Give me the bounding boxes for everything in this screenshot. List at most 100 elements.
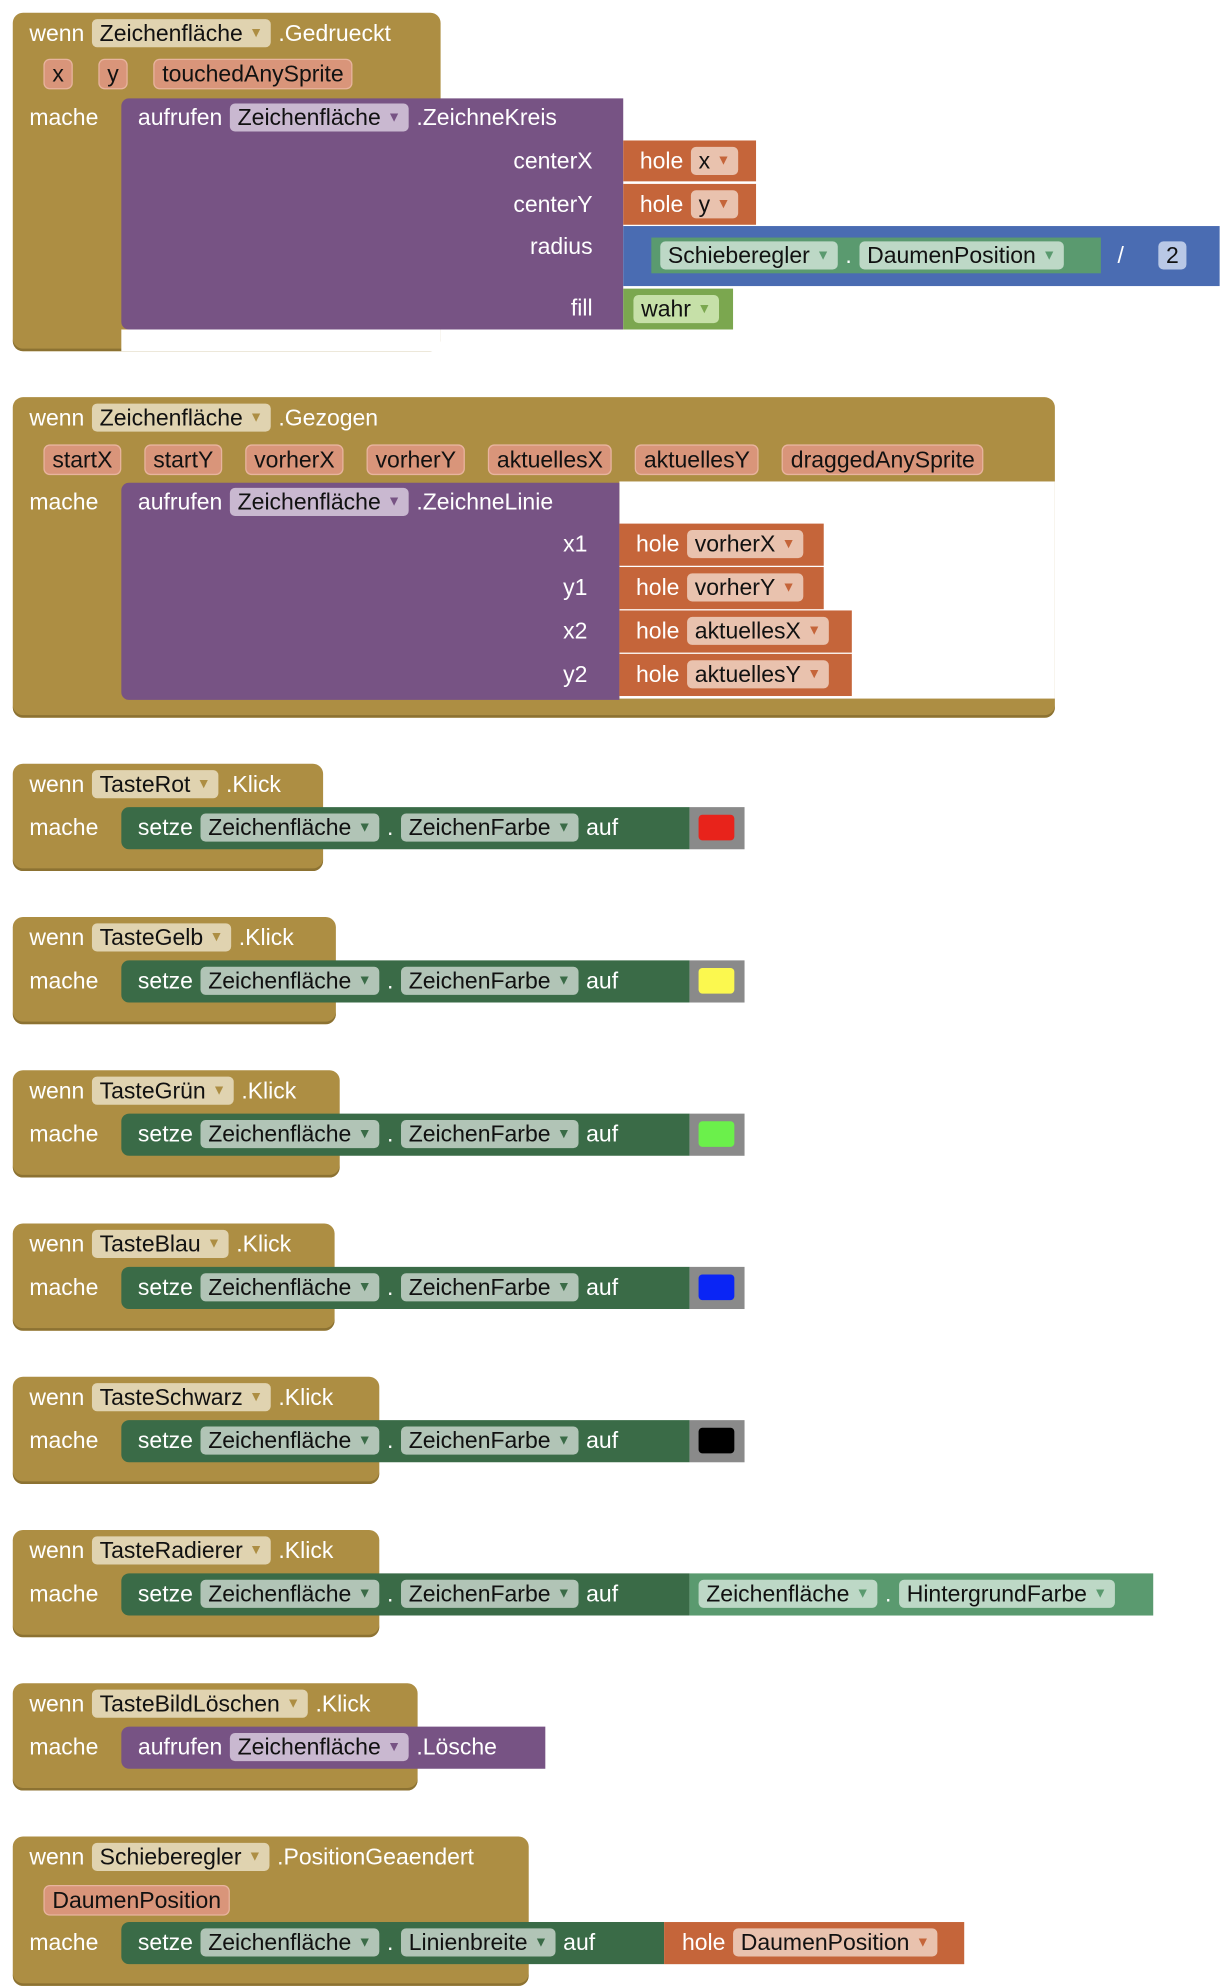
chevron-down-icon: ▼ <box>249 409 264 426</box>
component-dropdown[interactable]: Zeichenfläche▼ <box>200 813 380 842</box>
boolean-dropdown[interactable]: wahr ▼ <box>633 295 719 324</box>
color-block[interactable] <box>689 960 745 1003</box>
component-dropdown[interactable]: TasteBlau▼ <box>91 1229 229 1258</box>
auf-label: auf <box>586 814 619 840</box>
component-dropdown[interactable]: Schieberegler▼ <box>660 241 838 270</box>
component-dropdown[interactable]: Zeichenfläche▼ <box>229 487 409 516</box>
color-swatch-green[interactable] <box>698 1121 735 1147</box>
event-name: .Klick <box>278 1383 334 1410</box>
mache-label: mache <box>29 1581 99 1607</box>
component-dropdown[interactable]: Zeichenfläche▼ <box>698 1579 878 1608</box>
aufrufen-label: aufrufen <box>137 1733 223 1760</box>
param[interactable]: aktuellesY <box>634 444 759 476</box>
param[interactable]: vorherY <box>366 444 465 476</box>
component-dropdown[interactable]: TasteRot▼ <box>91 770 219 799</box>
component-dropdown[interactable]: TasteRadierer▼ <box>91 1536 271 1565</box>
property-dropdown[interactable]: Linienbreite ▼ <box>401 1928 556 1957</box>
property-name: ZeichenFarbe <box>408 1273 551 1300</box>
mache-label: mache <box>29 489 99 515</box>
component-dropdown[interactable]: Zeichenfläche▼ <box>200 1426 380 1455</box>
variable-dropdown[interactable]: vorherY▼ <box>687 573 804 602</box>
chevron-down-icon: ▼ <box>697 301 712 317</box>
param[interactable]: startY <box>144 444 223 476</box>
color-block[interactable] <box>689 1266 745 1310</box>
setze-label: setze <box>137 1273 193 1300</box>
variable-dropdown[interactable]: y▼ <box>690 190 739 219</box>
chevron-down-icon: ▼ <box>781 536 796 552</box>
chevron-down-icon: ▼ <box>556 973 571 989</box>
arg-label: x2 <box>563 618 588 644</box>
property-dropdown[interactable]: ZeichenFarbe▼ <box>401 1426 579 1455</box>
component-dropdown[interactable]: Zeichenfläche▼ <box>200 966 380 995</box>
color-swatch-blue[interactable] <box>698 1274 735 1301</box>
param[interactable]: startX <box>43 444 122 476</box>
component-dropdown[interactable]: Zeichenfläche▼ <box>229 1733 409 1762</box>
number-field[interactable]: 2 <box>1158 241 1187 270</box>
property-name: Linienbreite <box>408 1929 528 1955</box>
mache-label: mache <box>29 1734 99 1760</box>
component-dropdown[interactable]: Zeichenfläche▼ <box>200 1120 380 1149</box>
color-block[interactable] <box>689 1113 745 1156</box>
color-swatch-yellow[interactable] <box>698 968 735 994</box>
component-dropdown[interactable]: Zeichenfläche▼ <box>229 103 409 132</box>
component-dropdown[interactable]: TasteBildLöschen▼ <box>91 1689 308 1718</box>
boolean-value: wahr <box>641 295 691 322</box>
param-daumenposition[interactable]: DaumenPosition <box>43 1884 230 1916</box>
param-touchedanysprite[interactable]: touchedAnySprite <box>153 58 353 90</box>
auf-label: auf <box>563 1929 596 1955</box>
param[interactable]: draggedAnySprite <box>781 444 984 476</box>
component-dropdown[interactable]: Zeichenfläche ▼ <box>91 403 271 432</box>
property-dropdown[interactable]: ZeichenFarbe▼ <box>401 966 579 995</box>
variable-dropdown[interactable]: DaumenPosition▼ <box>733 1928 938 1957</box>
chevron-down-icon: ▼ <box>286 1695 301 1712</box>
param[interactable]: aktuellesX <box>487 444 612 476</box>
component-dropdown[interactable]: Schieberegler▼ <box>91 1842 270 1871</box>
color-swatch-red[interactable] <box>698 814 735 841</box>
property-name: ZeichenFarbe <box>408 814 551 840</box>
call-draw-line-block[interactable] <box>121 482 620 700</box>
variable-dropdown[interactable]: x▼ <box>690 146 739 175</box>
color-swatch-black[interactable] <box>698 1427 735 1454</box>
chevron-down-icon: ▼ <box>209 929 224 946</box>
property-dropdown[interactable]: ZeichenFarbe▼ <box>401 1273 579 1302</box>
chevron-down-icon: ▼ <box>807 666 822 682</box>
param[interactable]: vorherX <box>245 444 344 476</box>
chevron-down-icon: ▼ <box>196 776 211 792</box>
mache-label: mache <box>29 1427 99 1454</box>
component-name: Zeichenfläche <box>99 404 243 430</box>
mache-label: mache <box>29 104 99 131</box>
property-dropdown[interactable]: ZeichenFarbe▼ <box>401 1579 579 1608</box>
chevron-down-icon: ▼ <box>855 1586 870 1602</box>
arg-label: x1 <box>563 531 588 557</box>
chevron-down-icon: ▼ <box>816 247 831 264</box>
chevron-down-icon: ▼ <box>781 579 796 596</box>
property-dropdown[interactable]: HintergrundFarbe▼ <box>899 1579 1115 1608</box>
property-dropdown[interactable]: DaumenPosition▼ <box>859 241 1064 270</box>
component-name: Schieberegler <box>99 1843 242 1870</box>
variable-dropdown[interactable]: vorherX▼ <box>687 529 804 559</box>
mache-label: mache <box>29 1274 99 1301</box>
variable-dropdown[interactable]: aktuellesX▼ <box>687 616 829 645</box>
setze-label: setze <box>137 1120 193 1147</box>
component-dropdown[interactable]: Zeichenfläche▼ <box>200 1273 380 1302</box>
component-name: Zeichenfläche <box>99 19 243 46</box>
param-x[interactable]: x <box>43 58 73 90</box>
color-block[interactable] <box>689 807 745 850</box>
property-dropdown[interactable]: ZeichenFarbe▼ <box>401 813 579 842</box>
component-name: Zeichenfläche <box>208 1427 352 1453</box>
chevron-down-icon: ▼ <box>533 1934 548 1951</box>
component-dropdown[interactable]: Zeichenfläche▼ <box>200 1579 380 1608</box>
call-draw-circle-block[interactable] <box>121 98 624 330</box>
component-dropdown[interactable]: TasteGrün▼ <box>91 1076 234 1105</box>
component-dropdown[interactable]: TasteSchwarz▼ <box>91 1383 271 1412</box>
component-dropdown[interactable]: Zeichenfläche▼ <box>91 19 271 48</box>
variable-dropdown[interactable]: aktuellesY▼ <box>687 660 829 689</box>
property-dropdown[interactable]: ZeichenFarbe▼ <box>401 1120 579 1149</box>
chevron-down-icon: ▼ <box>556 1586 571 1602</box>
param-y[interactable]: y <box>98 58 128 90</box>
color-block[interactable] <box>689 1420 745 1463</box>
component-dropdown[interactable]: TasteGelb▼ <box>91 923 232 952</box>
component-dropdown[interactable]: Zeichenfläche▼ <box>200 1928 380 1957</box>
wenn-label: wenn <box>29 1383 85 1410</box>
